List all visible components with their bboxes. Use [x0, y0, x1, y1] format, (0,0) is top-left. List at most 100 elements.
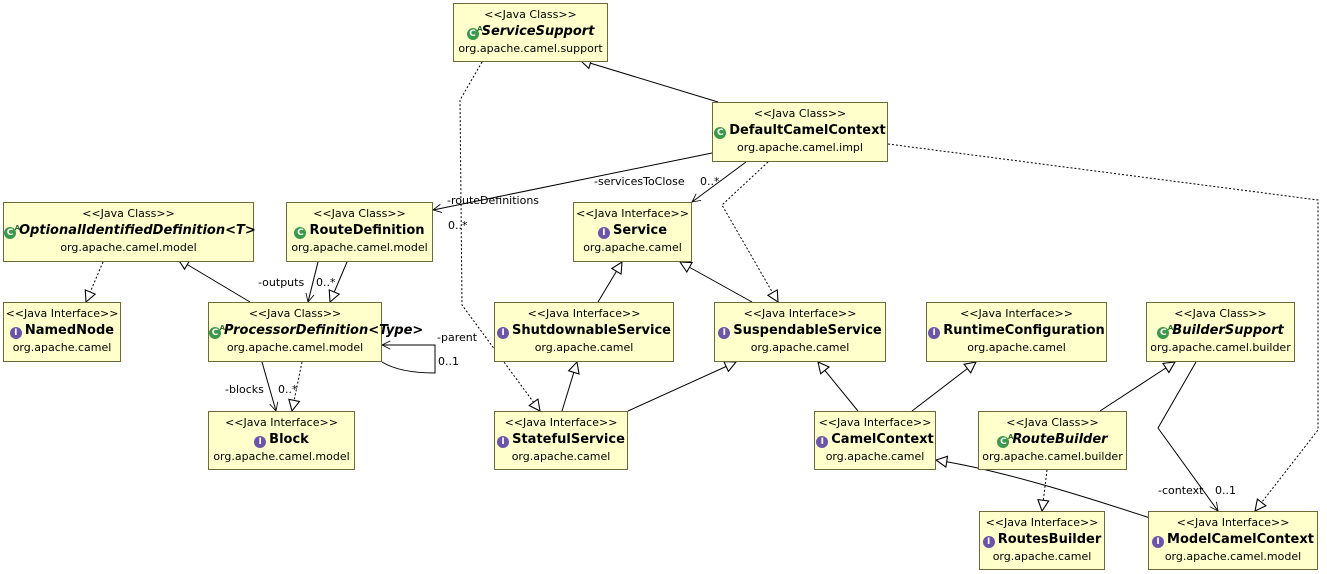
abstract-class-icon: C	[209, 322, 225, 339]
edge-processordefinition-block-blocks	[261, 361, 276, 411]
label-context: -context	[1158, 484, 1204, 497]
class-box-routebuilder[interactable]: <<Java Class>> CRouteBuilder org.apache.…	[978, 411, 1127, 470]
package-name: org.apache.camel.builder	[1150, 341, 1291, 354]
label-outputs: -outputs	[258, 276, 305, 289]
class-name: Service	[612, 223, 668, 238]
edge-optionalidentifieddefinition-namednode	[86, 261, 104, 302]
class-box-buildersupport[interactable]: <<Java Class>> CBuilderSupport org.apach…	[1146, 302, 1295, 362]
class-name: RuntimeConfiguration	[943, 323, 1105, 338]
package-name: org.apache.camel.impl	[737, 141, 863, 154]
package-name: org.apache.camel	[12, 341, 112, 354]
class-icon: C	[294, 227, 307, 239]
stereotype: <<Java Class>>	[753, 107, 847, 120]
edge-processordefinition-block-realization	[292, 361, 303, 411]
edge-camelcontext-suspendableservice	[818, 362, 859, 412]
interface-icon: I	[982, 536, 995, 548]
package-name: org.apache.camel.model	[291, 241, 428, 254]
edge-statefulservice-suspendableservice	[627, 362, 736, 412]
stereotype: <<Java Class>>	[1006, 416, 1099, 429]
edge-routebuilder-buildersupport	[1099, 362, 1175, 412]
interface-icon: I	[497, 327, 509, 339]
interface-icon: I	[9, 327, 22, 339]
class-name: ServiceSupport	[481, 24, 595, 39]
edge-defaultcamelcontext-modelcamelcontext	[887, 143, 1319, 511]
abstract-class-icon: C	[1157, 322, 1173, 339]
package-name: org.apache.camel	[750, 341, 850, 354]
package-name: org.apache.camel.model	[226, 341, 364, 354]
class-icon: C	[714, 127, 727, 139]
class-name: ShutdownableService	[512, 323, 671, 338]
label-route-definitions-mult: 0..*	[448, 219, 468, 232]
package-name: org.apache.camel.model	[213, 450, 350, 463]
edge-suspendableservice-service	[680, 262, 753, 303]
stereotype: <<Java Interface>>	[576, 207, 689, 220]
package-name: org.apache.camel.builder	[982, 450, 1123, 463]
interface-icon: I	[597, 227, 610, 239]
label-services-to-close: -servicesToClose	[594, 175, 685, 188]
stereotype: <<Java Class>>	[248, 307, 342, 320]
package-name: org.apache.camel.support	[458, 42, 603, 55]
edge-modelcamelcontext-camelcontext	[936, 460, 1151, 519]
stereotype: <<Java Interface>>	[818, 416, 932, 429]
edge-camelcontext-runtimeconfiguration	[911, 362, 976, 412]
class-name: NamedNode	[24, 323, 115, 338]
stereotype: <<Java Interface>>	[960, 307, 1073, 320]
class-box-processordefinition[interactable]: <<Java Class>> CProcessorDefinition<Type…	[208, 302, 423, 362]
label-parent: -parent	[437, 331, 478, 344]
label-context-mult: 0..1	[1215, 484, 1236, 497]
edge-routebuilder-routesbuilder	[1042, 469, 1047, 511]
edge-shutdownableservice-service	[597, 262, 622, 303]
class-name: CamelContext	[831, 432, 934, 447]
class-name: DefaultCamelContext	[729, 123, 886, 138]
interface-icon: I	[1152, 536, 1165, 548]
stereotype: <<Java Interface>>	[527, 307, 641, 320]
interface-icon: I	[497, 436, 510, 448]
package-name: org.apache.camel.model	[1164, 550, 1302, 563]
label-blocks-mult: 0..*	[278, 383, 298, 396]
stereotype: <<Java Interface>>	[743, 307, 857, 320]
class-name: ModelCamelContext	[1167, 532, 1314, 547]
abstract-class-icon: C	[466, 23, 483, 40]
edge-buildersupport-modelcamelcontext	[1157, 361, 1218, 511]
package-name: org.apache.camel	[825, 450, 925, 463]
stereotype: <<Java Interface>>	[985, 516, 1099, 529]
stereotype: <<Java Class>>	[484, 8, 577, 21]
package-name: org.apache.camel	[534, 341, 634, 354]
edge-routedefinition-processordefinition-outputs	[308, 261, 319, 302]
stereotype: <<Java Class>>	[1174, 307, 1267, 320]
class-name: BuilderSupport	[1172, 323, 1284, 338]
class-box-optionalidentifieddefinition[interactable]: <<Java Class>> COptionalIdentifiedDefini…	[3, 202, 256, 262]
label-route-definitions: -routeDefinitions	[447, 194, 540, 207]
package-name: org.apache.camel	[511, 450, 611, 463]
package-name: org.apache.camel	[992, 550, 1092, 563]
class-name: StatefulService	[512, 432, 625, 447]
label-parent-mult: 0..1	[438, 355, 459, 368]
class-name: ProcessorDefinition<Type>	[224, 323, 424, 338]
class-name: SuspendableService	[733, 323, 882, 338]
interface-icon: I	[254, 436, 267, 448]
edge-defaultcamelcontext-service	[692, 161, 747, 202]
label-blocks: -blocks	[225, 383, 264, 396]
class-name: OptionalIdentifiedDefinition<T>	[19, 223, 256, 238]
stereotype: <<Java Interface>>	[504, 416, 618, 429]
edge-defaultcamelcontext-suspendableservice	[721, 161, 778, 302]
package-name: org.apache.camel.model	[60, 241, 197, 254]
edge-statefulservice-shutdownableservice	[561, 362, 577, 412]
package-name: org.apache.camel	[583, 241, 682, 254]
class-box-servicesupport[interactable]: <<Java Class>> CServiceSupport org.apach…	[453, 3, 608, 62]
abstract-class-icon: C	[4, 222, 20, 239]
